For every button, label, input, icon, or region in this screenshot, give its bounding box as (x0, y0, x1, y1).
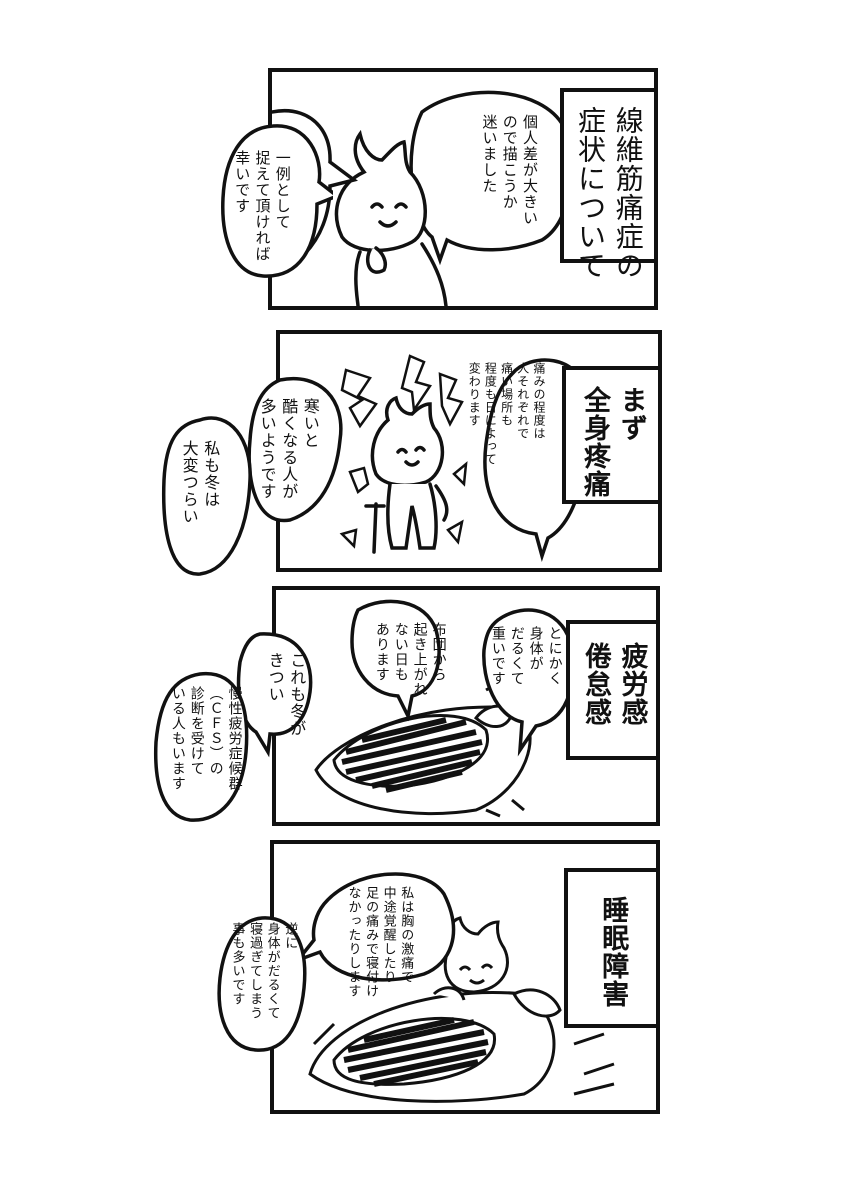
panel-2-art (339, 354, 590, 563)
bubble-text-tired: とにかく 身体が だるくて 重いです (489, 626, 563, 686)
speech-bubble-wake (292, 872, 456, 982)
panel-3: とにかく 身体が だるくて 重いです 布団から 起き上がれ ない日も あります (272, 586, 660, 826)
bubble-text-futon: 布団から 起き上がれ ない日も あります (373, 622, 447, 697)
page-bubble-4 (217, 916, 307, 1052)
page-bubbles-2 (161, 376, 343, 576)
speech-bubble-futon (350, 599, 441, 722)
bubble-text-winter-hard: これも冬が きつい (265, 652, 307, 737)
panel-3-art (314, 599, 575, 818)
panel-2-caption: まず 全身疼痛 (562, 366, 662, 504)
caption-title-4: 睡眠障害 (597, 896, 629, 1008)
bubble-text-cold: 寒いと 酷くなる人が 多いようです (257, 398, 320, 500)
speech-bubble-tired (482, 608, 575, 757)
cat-with-cane (364, 395, 449, 554)
caption-title-3: 疲労感 倦怠感 (580, 642, 648, 726)
pain-bolt-icons (339, 354, 468, 549)
bubble-text-wake: 私は胸の激痛で 中途覚醒したり 足の痛みで寝付け なかったりします (345, 886, 414, 998)
caption-title-2: まず 全身疼痛 (579, 386, 647, 498)
bubble-text-1: 個人差が大きい ので描こうか 迷いました (480, 114, 540, 226)
page-bubble-text-1: 一例として 捉えて頂ければ 幸いです (233, 150, 292, 262)
page-bubble-1 (221, 124, 333, 278)
panel-4-art (292, 872, 615, 1103)
futon-with-cat-sleep (308, 916, 615, 1103)
bubble-text-winter: 私も冬は 大変つらい (179, 440, 221, 525)
cat-character (334, 129, 448, 306)
page-bubbles-3 (153, 632, 313, 822)
bubble-text-oversleep: 逆に 身体がだるくて 寝過ぎてしまう 事も多いです (229, 922, 298, 1020)
panel-4-caption: 睡眠障害 (564, 868, 660, 1028)
bubble-text-cfs: 慢性疲労症候群 （ＣＦＳ）の 診断を受けて いる人もいます (169, 686, 243, 791)
caption-title-1: 線維筋痛症の 症状について (574, 106, 645, 280)
bubble-text-pain: 痛みの程度は 人それぞれで 痛い場所も 程度も日によって 変わります (467, 362, 546, 466)
panel-1-caption: 線維筋痛症の 症状について (560, 88, 658, 280)
panel-3-caption: 疲労感 倦怠感 (566, 620, 660, 760)
